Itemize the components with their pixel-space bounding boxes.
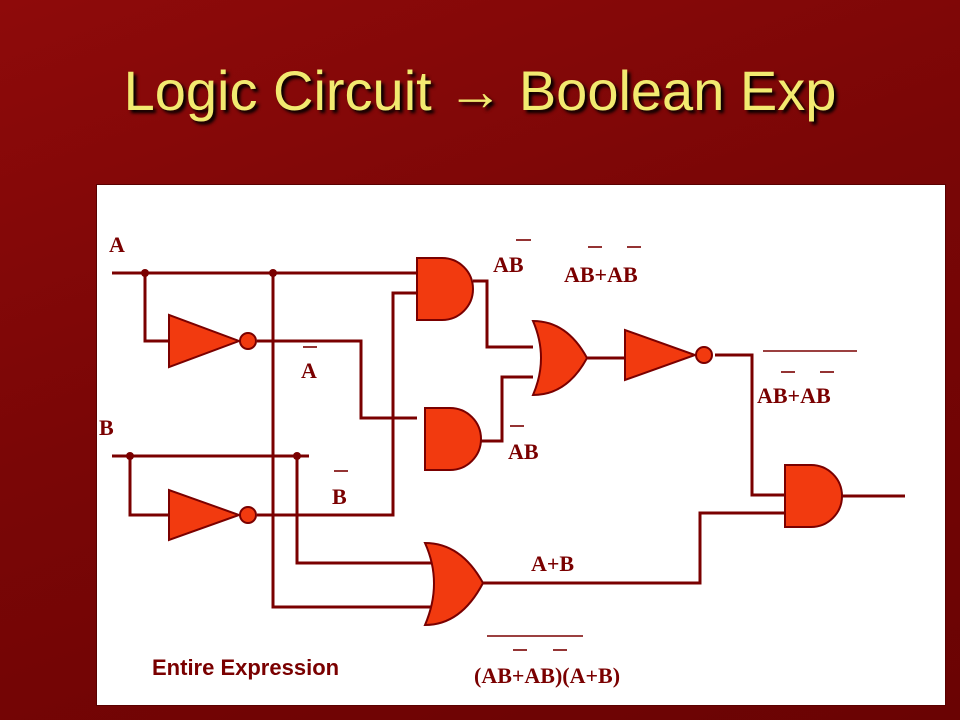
- wires: [112, 271, 905, 609]
- junction-dot: [269, 269, 277, 277]
- circuit-svg: A B A B AB AB AB+AB AB+AB A+B (AB+AB)(A+…: [99, 232, 905, 688]
- wire-and-top-out: [473, 279, 533, 349]
- not-gate-b: [168, 488, 242, 542]
- not-gate-b-bubble: [239, 506, 257, 524]
- wire-a-branch-not: [143, 273, 169, 343]
- label-or-sum: AB+AB: [564, 262, 638, 287]
- label-not-a: A: [301, 358, 317, 383]
- label-and-top: AB: [493, 252, 524, 277]
- and-gate-top: [416, 257, 474, 321]
- junction-dot: [293, 452, 301, 460]
- wire-b-down: [295, 456, 433, 565]
- label-nor-out: AB+AB: [757, 383, 831, 408]
- not-gate-inverter: [624, 328, 698, 382]
- input-b-label: B: [99, 415, 114, 440]
- label-or-ab: A+B: [531, 551, 574, 576]
- label-and-mid: AB: [508, 439, 539, 464]
- circuit-diagram: A B A B AB AB AB+AB AB+AB A+B (AB+AB)(A+…: [96, 184, 946, 706]
- wire-a-down: [271, 273, 433, 609]
- label-not-b: B: [332, 484, 347, 509]
- or-gate-ab: [423, 541, 485, 627]
- or-gate-sum: [531, 319, 589, 397]
- wire-b-branch-not: [128, 456, 169, 517]
- input-a-label: A: [109, 232, 125, 257]
- slide-title: Logic Circuit → Boolean Exp: [123, 59, 837, 122]
- not-gate-inverter-bubble: [695, 346, 713, 364]
- wire-or-ab-out: [481, 511, 785, 585]
- wire-nota-out: [257, 339, 417, 420]
- and-gate-final: [784, 464, 843, 528]
- entire-expression-label: Entire Expression: [152, 655, 339, 680]
- not-gate-a: [168, 313, 242, 369]
- label-final: (AB+AB)(A+B): [474, 663, 620, 688]
- wire-and-mid-out: [473, 375, 533, 443]
- wire-nor-out: [715, 353, 785, 497]
- junction-dot: [141, 269, 149, 277]
- wire-notb-out: [257, 291, 417, 517]
- not-gate-a-bubble: [239, 332, 257, 350]
- junction-dot: [126, 452, 134, 460]
- and-gate-mid: [424, 407, 482, 471]
